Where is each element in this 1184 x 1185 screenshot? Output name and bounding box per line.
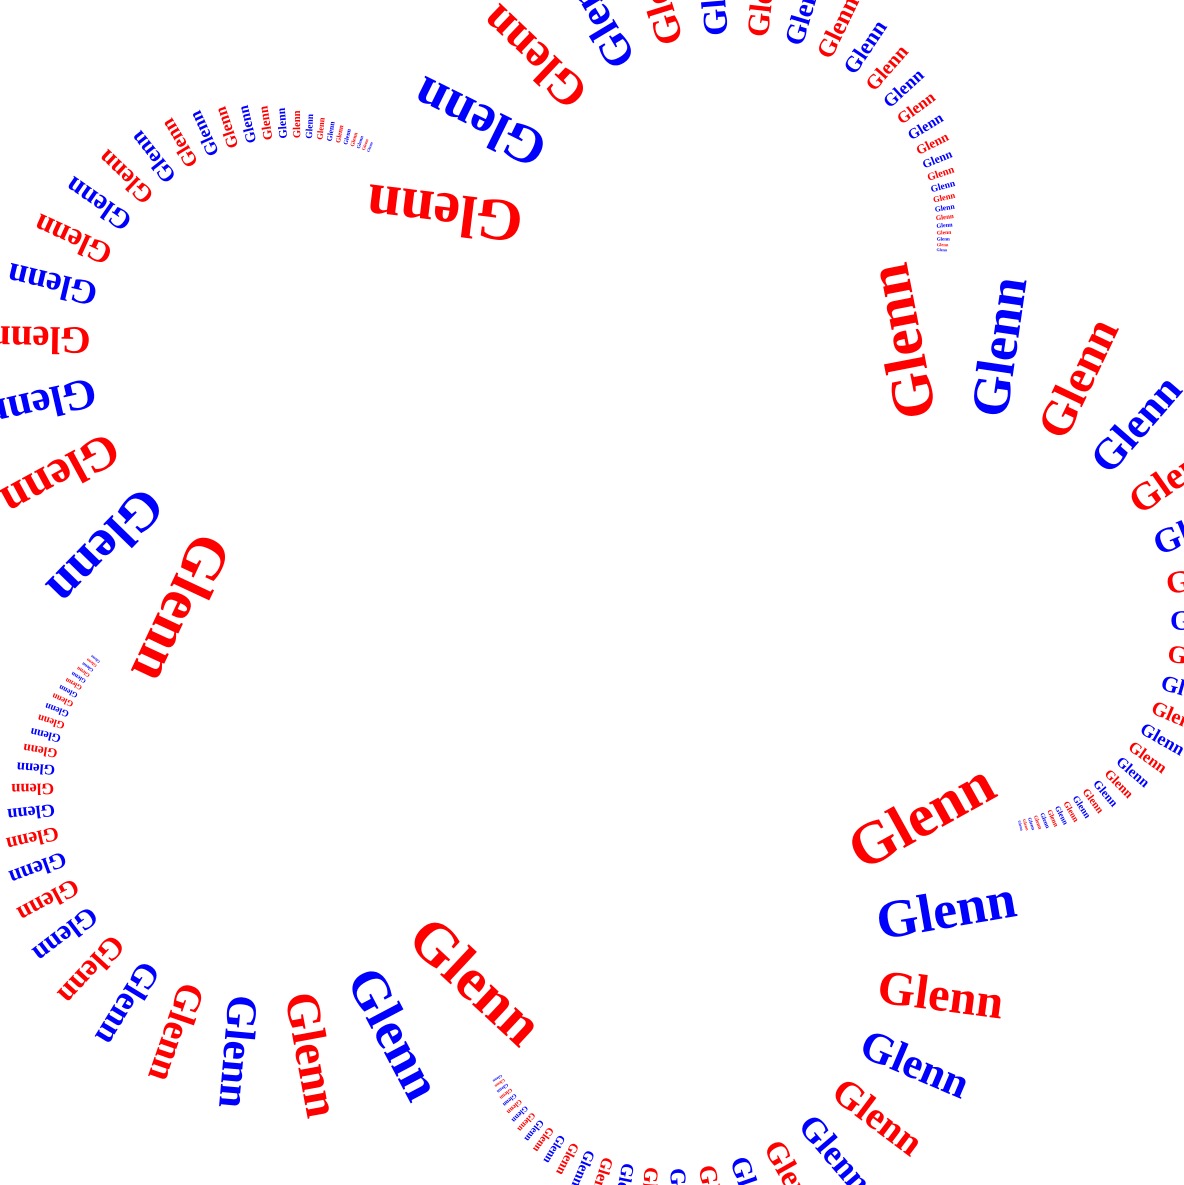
glenn-word: Glenn: [305, 113, 316, 139]
glenn-word: Glenn: [1166, 641, 1184, 677]
glenn-word: Glenn: [854, 258, 949, 424]
glenn-word: Glenn: [690, 0, 736, 37]
glenn-word: Glenn: [836, 749, 1005, 883]
glenn-word: Glenn: [21, 741, 58, 761]
glenn-word: Glenn: [875, 960, 1007, 1029]
glenn-word: Glenn: [350, 132, 360, 148]
glenn-word: Glenn: [1026, 817, 1035, 831]
glenn-word: Glenn: [357, 135, 366, 149]
glenn-word: Glenn: [635, 1166, 662, 1185]
glenn-word: Glenn: [363, 171, 527, 256]
glenn-word: Glenn: [325, 120, 337, 142]
spiral-lobe: GlennGlennGlennGlennGlennGlennGlennGlenn…: [491, 749, 1020, 1185]
glenn-word: Glenn: [937, 230, 952, 237]
glenn-word: Glenn: [366, 141, 375, 153]
glenn-word: Glenn: [495, 1081, 509, 1093]
glenn-word: Glenn: [0, 317, 91, 362]
glenn-word: Glenn: [935, 213, 954, 222]
glenn-word: Glenn: [361, 138, 370, 151]
glenn-word: Glenn: [255, 104, 275, 141]
glenn-word: Glenn: [292, 110, 303, 138]
glenn-word: Glenn: [209, 993, 267, 1110]
glenn-word: Glenn: [6, 800, 56, 825]
glenn-word: Glenn: [16, 758, 55, 777]
spiral-lobe: GlennGlennGlennGlennGlennGlennGlennGlenn…: [363, 0, 957, 256]
glenn-word: Glenn: [343, 128, 353, 146]
glenn-word: Glenn: [934, 202, 956, 214]
spiral-lobe: GlennGlennGlennGlennGlennGlennGlennGlenn…: [0, 104, 374, 694]
glenn-word: Glenn: [0, 368, 101, 440]
glenn-word: Glenn: [740, 0, 784, 39]
glenn-word: Glenn: [936, 222, 953, 229]
glenn-word: Glenn: [1170, 604, 1184, 637]
glenn-word: Glenn: [1022, 818, 1030, 831]
glenn-word: Glenn: [665, 1168, 692, 1185]
glenn-word: Glenn: [274, 107, 290, 139]
glenn-word: Glenn: [491, 1074, 503, 1084]
glenn-word: Glenn: [89, 654, 101, 665]
glenn-word: Glenn: [314, 117, 326, 140]
glenn-word: Glenn: [959, 273, 1039, 421]
spiral-lobe: GlennGlennGlennGlennGlennGlennGlennGlenn…: [4, 654, 556, 1122]
glenn-word: Glenn: [1038, 812, 1050, 830]
glenn-word: Glenn: [932, 190, 956, 205]
glenn-word: Glenn: [493, 1078, 506, 1089]
glenn-word: Glenn: [937, 237, 950, 242]
glenn-word: Glenn: [937, 242, 949, 247]
glenn-word: Glenn: [1032, 815, 1043, 831]
glenn-word: Glenn: [274, 988, 349, 1122]
spiral-lobe: GlennGlennGlennGlennGlennGlennGlennGlenn…: [854, 258, 1184, 832]
glenn-word: Glenn: [335, 124, 345, 143]
glenn-word: Glenn: [81, 660, 95, 672]
glenn-word: Glenn: [1017, 820, 1025, 832]
glenn-word: Glenn: [872, 868, 1021, 951]
glenn-word: Glenn: [936, 247, 947, 252]
glenn-word: Glenn: [11, 780, 54, 799]
glenn-word: Glenn: [85, 657, 98, 668]
